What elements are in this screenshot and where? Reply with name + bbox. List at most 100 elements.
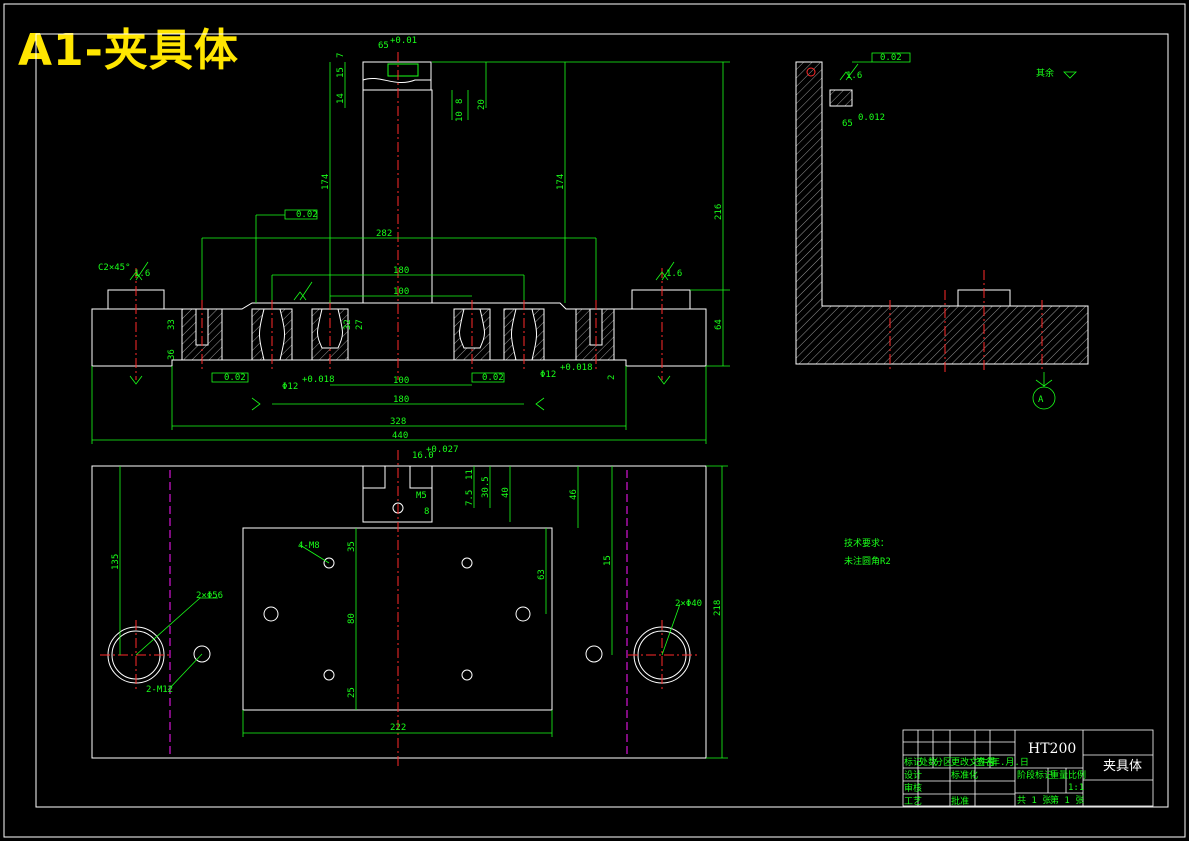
dim-hole-right: Φ12	[540, 370, 556, 380]
side-dim-65: 65	[842, 119, 853, 129]
dim-100-lower: 100	[393, 376, 409, 386]
plan-dimension-text: 16.0 +0.027 4-M8 2×Φ56 2×Φ40 2-M12 222 M…	[111, 445, 723, 733]
tb-mark: 标记	[904, 756, 922, 768]
dim-7-5: 7.5	[465, 490, 475, 506]
side-tol: 0.02	[880, 53, 902, 63]
title-block	[902, 729, 1154, 807]
tb-stage: 阶段标记	[1017, 769, 1053, 781]
tb-design: 设计	[904, 769, 922, 781]
dim-2-phi56: 2×Φ56	[196, 591, 223, 601]
dim-2-m12: 2-M12	[146, 685, 173, 695]
dim-16-tol: +0.027	[426, 445, 459, 455]
dim-27: 27	[355, 319, 365, 330]
plan-dimensions	[119, 465, 728, 759]
front-dimension-text: 65 +0.01 282 180 100 100 180 328 440 C2×…	[98, 36, 724, 441]
dim-14: 14	[336, 93, 346, 104]
dim-30-5: 30.5	[481, 476, 491, 498]
side-text: A 1.6 0.02 0.012 65 其余 技术要求： 未注圆角R2	[842, 53, 1054, 567]
front-view	[91, 61, 707, 367]
dim-282: 282	[376, 229, 392, 239]
tol-parallel: 0.02	[482, 373, 504, 383]
material: HT200	[1028, 741, 1076, 757]
tol-flat: 0.02	[224, 373, 246, 383]
tb-sheets: 共 1 张	[1017, 795, 1051, 806]
side-annotations	[839, 61, 1077, 410]
tb-process: 工艺	[904, 796, 922, 807]
dim-46: 46	[569, 489, 579, 500]
dim-65-tol: +0.01	[390, 36, 417, 46]
dim-8-plan: 8	[424, 507, 429, 517]
dim-hole-left: Φ12	[282, 382, 298, 392]
dim-10: 10	[455, 111, 465, 122]
dim-8: 8	[455, 99, 465, 104]
tb-scale-value: 1:1	[1068, 783, 1084, 793]
dim-180-lower: 180	[393, 395, 409, 405]
tech-req-title: 技术要求：	[844, 537, 889, 549]
tb-sheet: 第 1 张	[1050, 794, 1084, 806]
dim-65: 65	[378, 41, 389, 51]
tb-zone: 分区	[934, 757, 952, 768]
dim-328: 328	[390, 417, 406, 427]
front-dimensions	[91, 52, 911, 444]
dim-11: 11	[465, 469, 475, 480]
dim-174-right: 174	[556, 174, 566, 190]
rough-left: 1.6	[134, 269, 150, 279]
plan-magenta-lines	[169, 470, 628, 758]
outer-border	[3, 3, 1186, 838]
plan-centerlines	[100, 450, 698, 768]
dim-16: 16.0	[412, 451, 434, 461]
dim-180: 180	[393, 266, 409, 276]
dim-174-left: 174	[321, 174, 331, 190]
part-name: 夹具体	[1103, 759, 1142, 774]
inner-border	[35, 33, 1169, 808]
dim-m5: M5	[416, 491, 427, 501]
tb-check: 审核	[904, 782, 922, 794]
dim-80: 80	[347, 613, 357, 624]
tb-date: 年.月.日	[991, 756, 1029, 768]
tb-signature: 签名	[976, 756, 994, 768]
dim-216: 216	[714, 204, 724, 220]
dim-100-upper: 100	[393, 287, 409, 297]
dim-4-m8: 4-M8	[298, 541, 320, 551]
dim-222: 222	[390, 723, 406, 733]
rough-right: 1.6	[666, 269, 682, 279]
other-roughness-mark: 其余	[1036, 67, 1054, 79]
dim-35: 35	[347, 541, 357, 552]
dim-chamfer: C2×45°	[98, 263, 131, 273]
tb-scale: 比例	[1068, 769, 1086, 781]
dim-218: 218	[713, 600, 723, 616]
dim-33: 33	[167, 319, 177, 330]
dim-440: 440	[392, 431, 408, 441]
dim-7: 7	[336, 53, 346, 58]
dim-63: 63	[537, 569, 547, 580]
front-centerlines	[135, 52, 663, 380]
dim-36: 36	[167, 349, 177, 360]
dim-hole-left-tol: +0.018	[302, 375, 335, 385]
tb-count: 处数	[919, 756, 937, 768]
dim-2-phi40: 2×Φ40	[675, 599, 702, 609]
tb-change-doc: 更改文件号	[951, 756, 996, 768]
dim-32: 32	[343, 319, 353, 330]
tb-weight: 重量	[1050, 769, 1068, 781]
dim-15: 15	[336, 67, 346, 78]
tech-req-line1: 未注圆角R2	[844, 555, 891, 567]
tb-approve: 批准	[951, 795, 969, 807]
dim-135: 135	[111, 554, 121, 570]
dim-2: 2	[607, 375, 617, 380]
side-rough: 1.6	[846, 71, 862, 81]
dim-25: 25	[347, 687, 357, 698]
dim-15-plan: 15	[603, 555, 613, 566]
side-tol-label: 0.012	[858, 113, 885, 123]
tb-standard: 标准化	[951, 769, 978, 781]
side-centerlines	[889, 270, 1043, 372]
dim-64: 64	[714, 319, 724, 330]
title-block-text: HT200 夹具体 标记 处数 分区 更改文件号 签名 年.月.日 设计 标准化…	[904, 741, 1142, 807]
tol-perp: 0.02	[296, 210, 318, 220]
side-view	[795, 61, 1089, 365]
dim-hole-right-tol: +0.018	[560, 363, 593, 373]
dim-20: 20	[477, 99, 487, 110]
section-label-a: A	[1038, 395, 1044, 405]
dim-40: 40	[501, 487, 511, 498]
